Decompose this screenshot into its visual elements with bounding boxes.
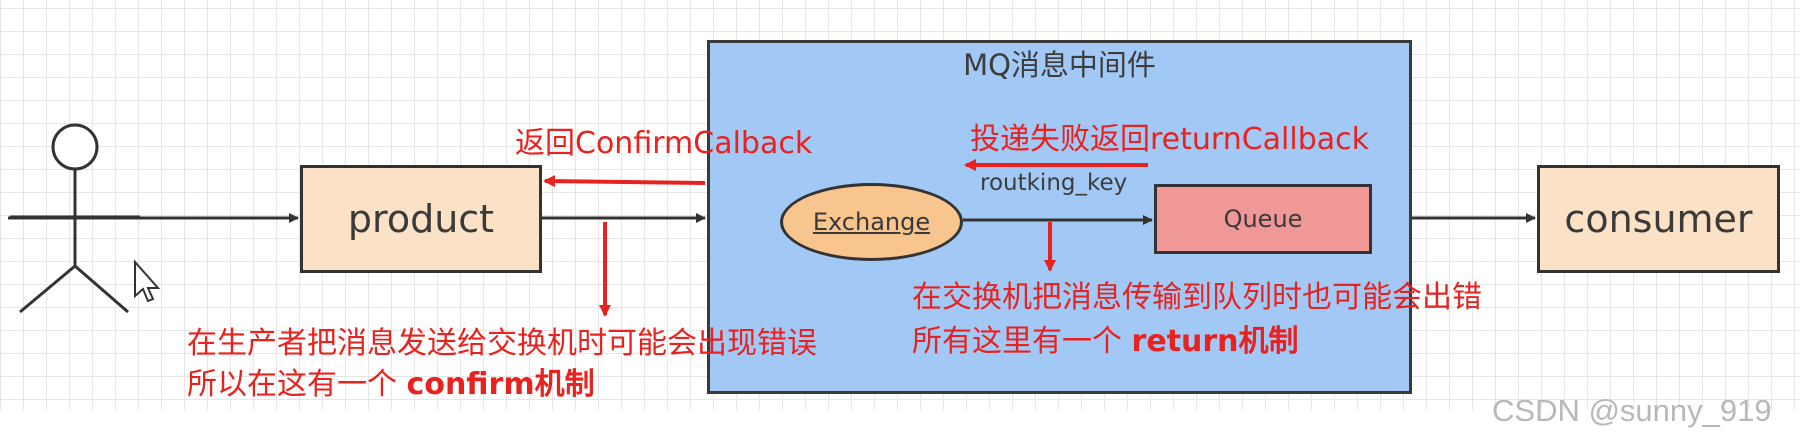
producer-error-line2-strong: confirm机制 bbox=[406, 367, 595, 402]
queue-error-line2-prefix: 所有这里有一个 bbox=[912, 324, 1122, 359]
confirm-callback-arrow bbox=[543, 175, 706, 188]
canvas-bottom-margin bbox=[0, 410, 1800, 448]
exchange-node: Exchange bbox=[780, 183, 963, 261]
product-node: product bbox=[300, 165, 542, 273]
routing-key-label: routking_key bbox=[980, 170, 1128, 196]
csdn-watermark: CSDN @sunny_919 bbox=[1492, 393, 1772, 428]
producer-error-line2-prefix: 所以在这有一个 bbox=[187, 367, 397, 402]
return-callback-label: 投递失败返回returnCallback bbox=[970, 122, 1370, 157]
confirm-callback-label: 返回ConfirmCalback bbox=[515, 126, 813, 161]
queue-label: Queue bbox=[1223, 205, 1303, 233]
queue-error-line1: 在交换机把消息传输到队列时也可能会出错 bbox=[912, 280, 1482, 315]
queue-error-line2-strong: return机制 bbox=[1131, 324, 1299, 359]
consumer-label: consumer bbox=[1564, 197, 1753, 241]
producer-error-line2: 所以在这有一个 confirm机制 bbox=[187, 359, 595, 403]
queue-error-line2: 所有这里有一个 return机制 bbox=[912, 316, 1299, 360]
producer-error-line1: 在生产者把消息发送给交换机时可能会出现错误 bbox=[187, 326, 817, 361]
mq-title: MQ消息中间件 bbox=[963, 48, 1156, 82]
mouse-cursor-icon bbox=[134, 259, 161, 303]
queue-node: Queue bbox=[1154, 184, 1372, 254]
consumer-node: consumer bbox=[1537, 165, 1780, 273]
product-label: product bbox=[347, 197, 495, 241]
exchange-label: Exchange bbox=[812, 208, 931, 236]
